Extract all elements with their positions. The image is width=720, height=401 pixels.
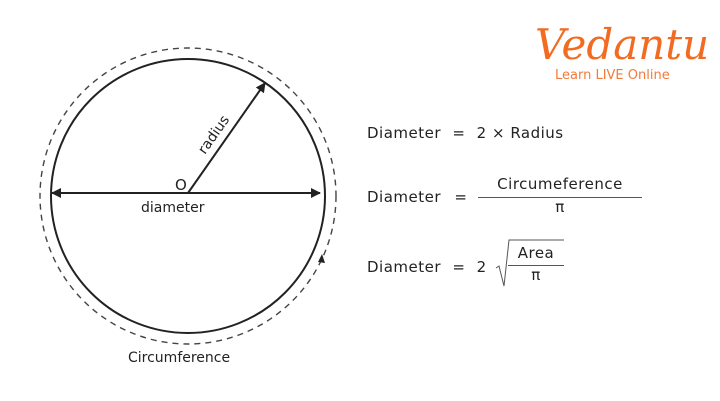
diameter-label: diameter	[141, 200, 205, 216]
direction-arrow	[318, 254, 325, 263]
denominator: π	[555, 198, 565, 216]
formula-lhs: Diameter	[367, 258, 442, 276]
logo-brand: Vedantu	[535, 20, 710, 69]
fraction: Circumeference π	[478, 175, 642, 216]
formula-op: =	[452, 258, 466, 276]
vedantu-logo: Vedantu Learn LIVE Online	[535, 20, 710, 84]
denominator: π	[531, 266, 541, 284]
formula-circumference: Diameter =	[367, 188, 475, 206]
formula-op: =	[452, 124, 466, 142]
radius-arrow	[187, 82, 266, 194]
numerator: Circumeference	[478, 175, 642, 198]
formula-op: =	[454, 188, 468, 206]
logo-tagline: Learn LIVE Online	[555, 68, 670, 83]
circumference-label: Circumference	[128, 350, 230, 366]
formula-coef: 2	[476, 258, 487, 276]
formula-rhs: 2 × Radius	[476, 124, 564, 142]
circle	[50, 58, 326, 334]
circumference-dashed-circle	[39, 47, 337, 345]
formula-lhs: Diameter	[367, 124, 442, 142]
center-label: O	[175, 176, 187, 194]
formula-radius: Diameter = 2 × Radius	[367, 124, 564, 142]
formula-lhs: Diameter	[367, 188, 442, 206]
formula-area: Diameter = 2	[367, 258, 487, 276]
sqrt-fraction: Area π	[508, 244, 564, 284]
numerator: Area	[508, 244, 564, 266]
